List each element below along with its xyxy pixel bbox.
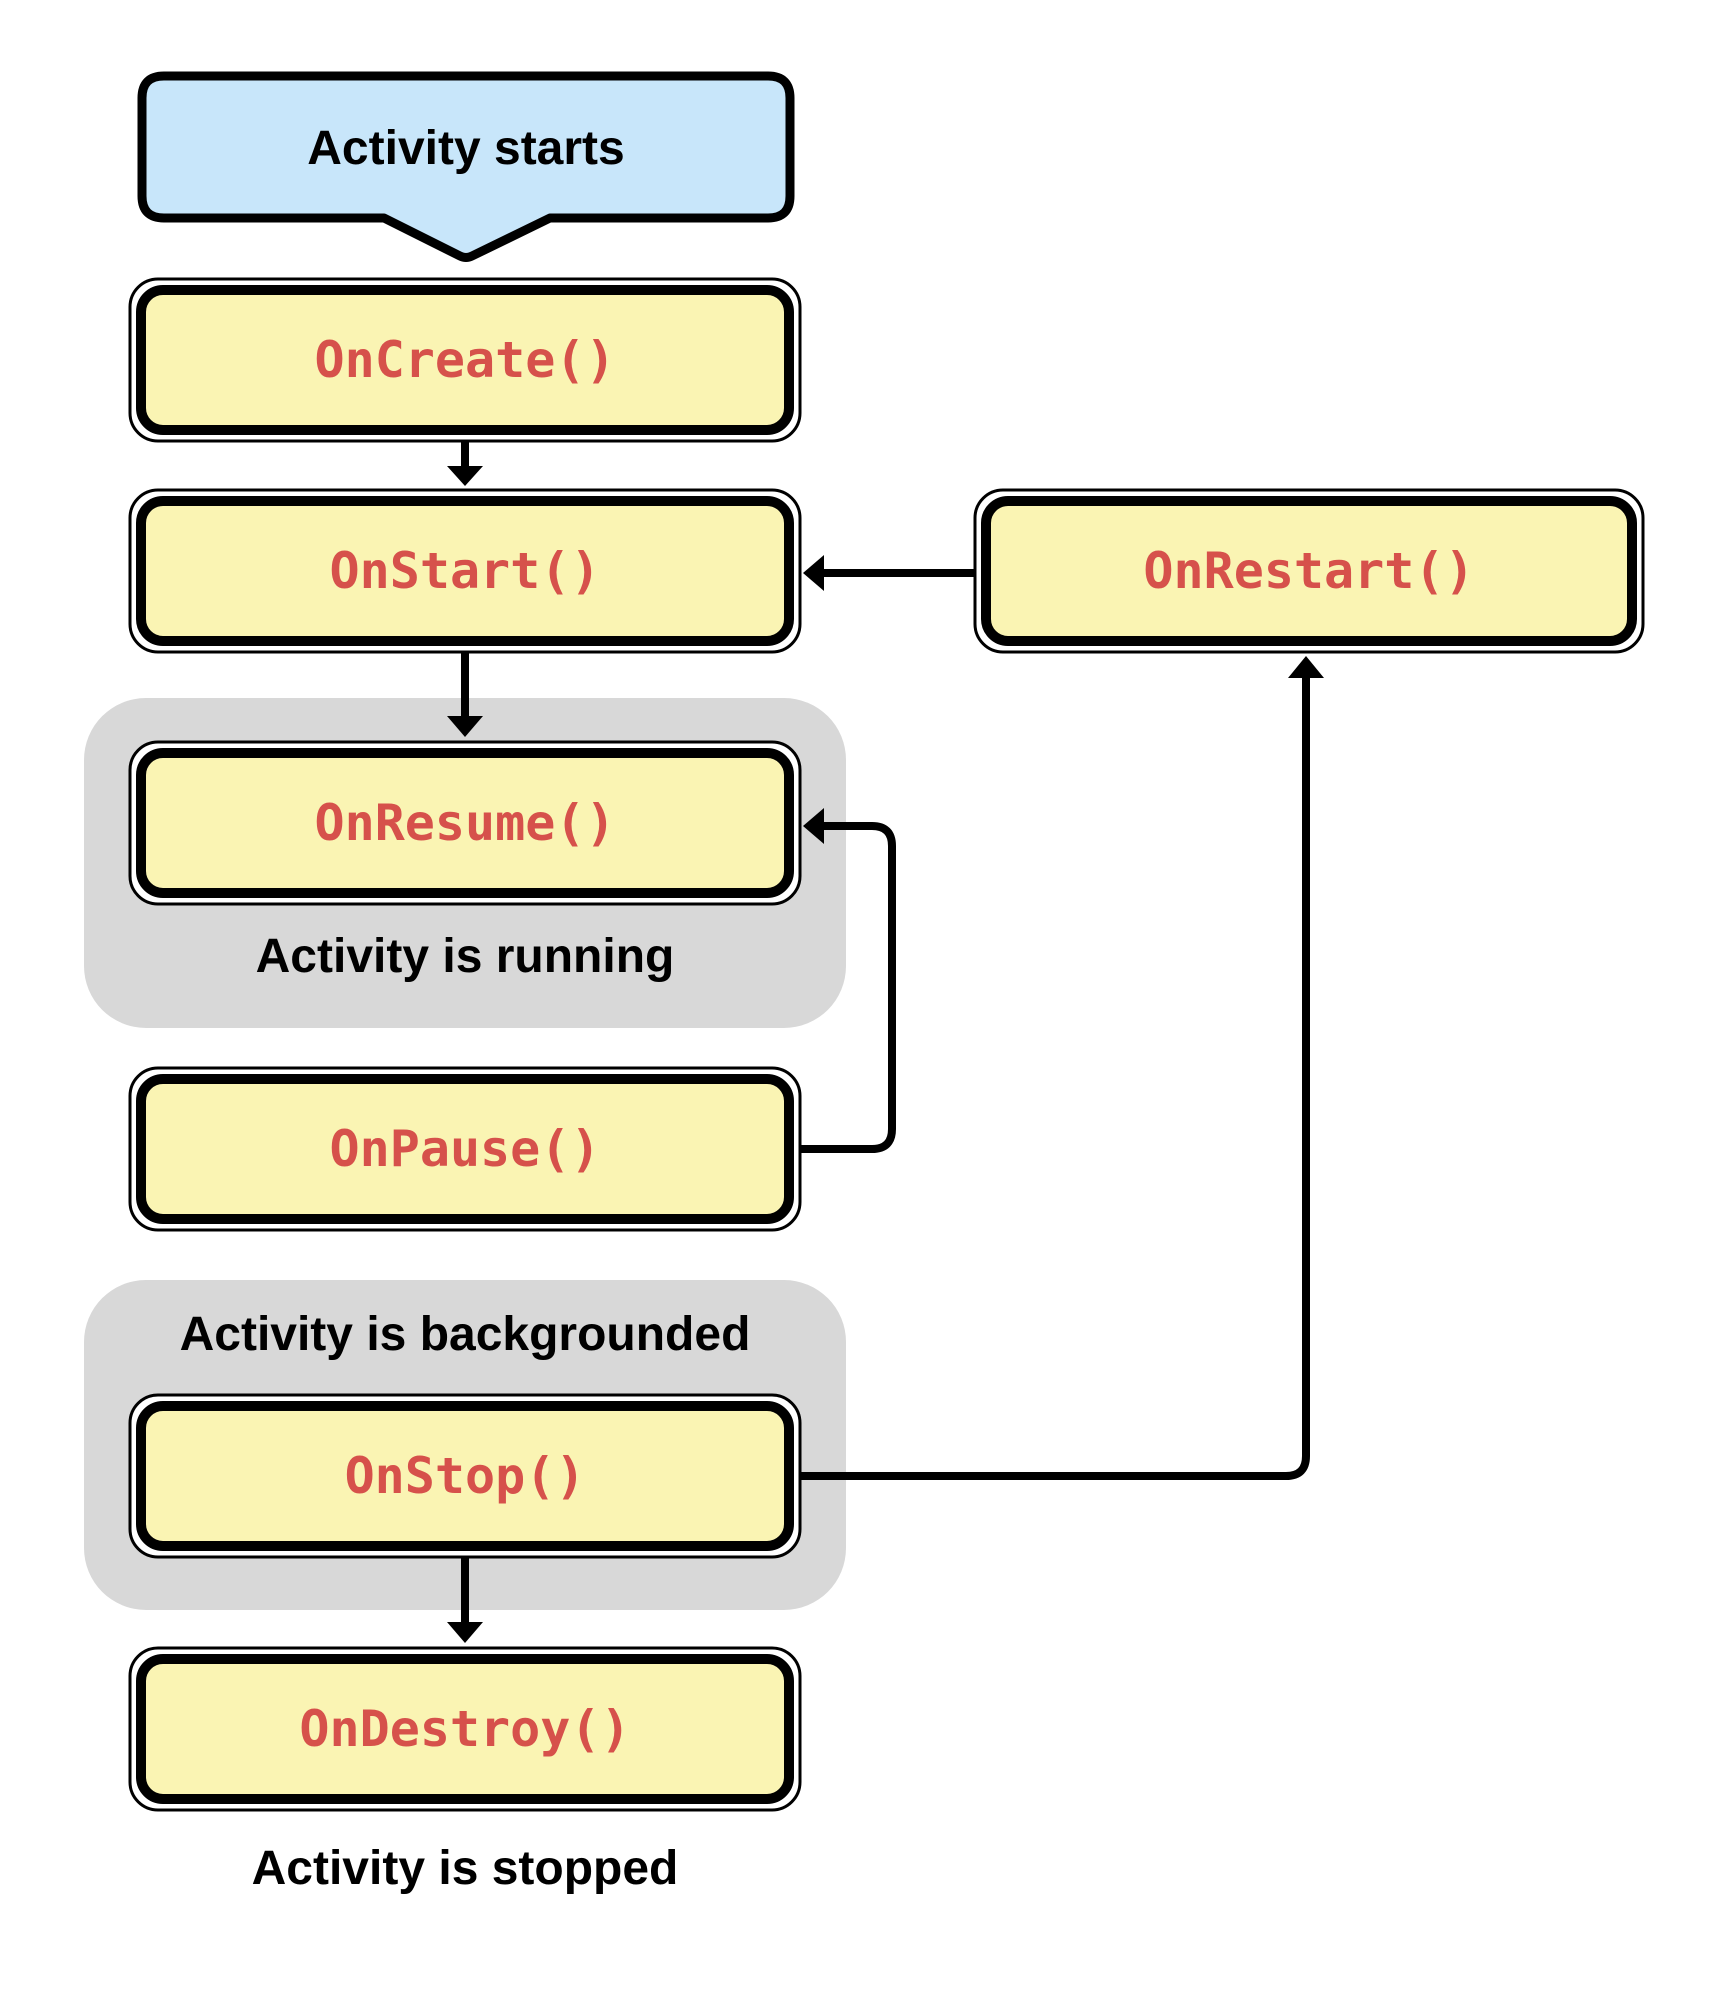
arrow-stop-to-restart — [800, 656, 1324, 1480]
method-box-on-start: OnStart() — [128, 488, 802, 654]
state-label-backgrounded: Activity is backgrounded — [180, 1308, 751, 1361]
arrow-start-to-resume — [447, 652, 483, 737]
arrow-pause-to-resume — [800, 808, 896, 1153]
method-box-fill — [136, 1654, 794, 1804]
method-box-fill — [136, 285, 794, 435]
start-label: Activity starts — [307, 122, 624, 175]
arrow-restart-to-start — [803, 555, 975, 591]
method-label-on-resume: OnResume() — [314, 794, 615, 852]
arrow-create-to-start — [447, 441, 483, 486]
method-label-on-stop: OnStop() — [345, 1447, 586, 1505]
method-box-on-restart: OnRestart() — [973, 488, 1645, 654]
method-box-on-pause: OnPause() — [128, 1066, 802, 1232]
state-label-running: Activity is running — [256, 930, 675, 983]
method-box-fill — [136, 1401, 794, 1551]
method-box-on-create: OnCreate() — [128, 277, 802, 443]
method-label-on-create: OnCreate() — [314, 331, 615, 389]
method-label-on-restart: OnRestart() — [1143, 542, 1474, 600]
method-label-on-destroy: OnDestroy() — [299, 1700, 630, 1758]
method-label-on-start: OnStart() — [330, 542, 601, 600]
method-box-on-resume: OnResume() — [128, 740, 802, 906]
method-box-fill — [981, 496, 1637, 646]
method-box-fill — [136, 496, 794, 646]
state-label-stopped: Activity is stopped — [252, 1842, 679, 1895]
method-box-fill — [136, 748, 794, 898]
method-box-on-stop: OnStop() — [128, 1393, 802, 1559]
method-label-on-pause: OnPause() — [330, 1120, 601, 1178]
method-box-on-destroy: OnDestroy() — [128, 1646, 802, 1812]
arrow-stop-to-destroy — [447, 1557, 483, 1643]
start-callout-shape — [137, 71, 795, 262]
start-node: Activity starts — [137, 71, 795, 262]
method-box-fill — [136, 1074, 794, 1224]
